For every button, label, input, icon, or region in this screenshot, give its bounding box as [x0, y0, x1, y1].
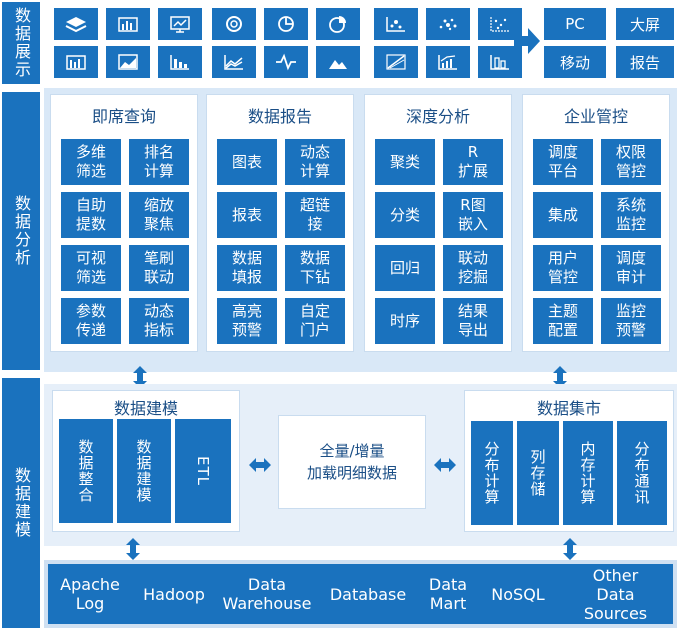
data-sources-inner: Apache Log Hadoop Data Warehouse Databas… [48, 564, 673, 624]
modeling-item[interactable]: 数据整合 [59, 419, 113, 523]
analysis-column-title: 即席查询 [91, 107, 156, 126]
up-down-arrow-icon [553, 366, 567, 388]
scatter-grid-icon[interactable] [478, 8, 522, 40]
analysis-feature[interactable]: 聚类 [375, 139, 435, 185]
mart-item[interactable]: 分布计算 [471, 421, 513, 525]
pulse-line-icon[interactable] [264, 46, 308, 78]
analysis-panel: 即席查询多维 筛选排名 计算自助 提数缩放 聚焦可视 筛选笔刷 联动参数 传递动… [44, 88, 677, 372]
analysis-feature[interactable]: 自定 门户 [285, 298, 345, 344]
analysis-feature[interactable]: 主题 配置 [533, 298, 593, 344]
layer-label-modeling: 数据建模 [2, 378, 40, 628]
analysis-feature[interactable]: 图表 [217, 139, 277, 185]
donut-chart-icon[interactable] [212, 8, 256, 40]
source-apache-log[interactable]: Apache Log [60, 575, 120, 613]
analysis-feature[interactable]: 缩放 聚焦 [129, 192, 189, 238]
analysis-feature[interactable]: 时序 [375, 298, 435, 344]
analysis-feature[interactable]: 权限 管控 [601, 139, 661, 185]
data-sources-bar: Apache Log Hadoop Data Warehouse Databas… [44, 560, 677, 628]
target-report[interactable]: 报告 [616, 46, 674, 78]
analysis-feature[interactable]: 用户 管控 [533, 245, 593, 291]
source-data-mart[interactable]: Data Mart [428, 575, 468, 613]
layer-label-display: 数据展示 [2, 2, 40, 84]
area-trend-icon[interactable] [106, 46, 150, 78]
analysis-feature[interactable]: 结果 导出 [443, 298, 503, 344]
modeling-item[interactable]: 数据建模 [117, 419, 171, 523]
layers-icon[interactable] [54, 8, 98, 40]
analysis-column: 企业管控调度 平台权限 管控集成系统 监控用户 管控调度 审计主题 配置监控 预… [522, 94, 670, 352]
analysis-feature[interactable]: 分类 [375, 192, 435, 238]
analysis-column: 数据报告图表动态 计算报表超链 接数据 填报数据 下钻高亮 预警自定 门户 [206, 94, 354, 352]
target-mobile[interactable]: 移动 [544, 46, 606, 78]
scatter-plot-icon[interactable] [374, 8, 418, 40]
analysis-feature[interactable]: R图 嵌入 [443, 192, 503, 238]
mart-item[interactable]: 内存计算 [563, 421, 613, 525]
display-panel: PC 大屏 移动 报告 [44, 2, 677, 84]
analysis-feature[interactable]: 动态 计算 [285, 139, 345, 185]
analysis-feature[interactable]: R 扩展 [443, 139, 503, 185]
analysis-feature[interactable]: 超链 接 [285, 192, 345, 238]
right-arrow-icon [514, 28, 540, 54]
analysis-feature[interactable]: 回归 [375, 245, 435, 291]
data-mart-module: 数据集市 分布计算 列存储 内存计算 分布通讯 [464, 390, 674, 532]
area-lines-icon[interactable] [212, 46, 256, 78]
full-incremental-load-box: 全量/增量 加载明细数据 [278, 415, 426, 509]
up-down-arrow-icon [126, 538, 140, 560]
analysis-feature[interactable]: 可视 筛选 [61, 245, 121, 291]
analysis-feature[interactable]: 调度 平台 [533, 139, 593, 185]
analysis-feature[interactable]: 集成 [533, 192, 593, 238]
mountain-chart-icon[interactable] [316, 46, 360, 78]
column-chart-icon[interactable] [54, 46, 98, 78]
analysis-feature[interactable]: 监控 预警 [601, 298, 661, 344]
bar-chart-icon[interactable] [106, 8, 150, 40]
target-pc[interactable]: PC [544, 8, 606, 40]
modeling-item[interactable]: ETL [175, 419, 231, 523]
analysis-feature[interactable]: 动态 指标 [129, 298, 189, 344]
pie-chart-icon[interactable] [264, 8, 308, 40]
analysis-feature[interactable]: 数据 填报 [217, 245, 277, 291]
analysis-feature[interactable]: 排名 计算 [129, 139, 189, 185]
bar-frame-icon[interactable] [478, 46, 522, 78]
source-data-warehouse[interactable]: Data Warehouse [222, 575, 312, 613]
scatter-line-icon[interactable] [374, 46, 418, 78]
analysis-feature[interactable]: 高亮 预警 [217, 298, 277, 344]
source-hadoop[interactable]: Hadoop [143, 584, 205, 604]
module-title: 数据集市 [536, 399, 601, 418]
analysis-column-title: 企业管控 [563, 107, 628, 126]
mart-item[interactable]: 分布通讯 [617, 421, 667, 525]
pie-slice-icon[interactable] [316, 8, 360, 40]
presentation-icon[interactable] [158, 8, 202, 40]
data-modeling-module: 数据建模 数据整合 数据建模 ETL [52, 390, 240, 532]
analysis-feature[interactable]: 数据 下钻 [285, 245, 345, 291]
mart-item[interactable]: 列存储 [517, 421, 559, 525]
source-nosql[interactable]: NoSQL [491, 584, 545, 604]
left-right-arrow-icon [249, 458, 271, 472]
target-big-screen[interactable]: 大屏 [616, 8, 674, 40]
source-database[interactable]: Database [329, 584, 407, 604]
analysis-column-title: 深度分析 [405, 107, 470, 126]
analysis-feature[interactable]: 联动 挖掘 [443, 245, 503, 291]
up-down-arrow-icon [133, 366, 147, 388]
up-down-arrow-icon [563, 538, 577, 560]
analysis-feature[interactable]: 多维 筛选 [61, 139, 121, 185]
analysis-feature[interactable]: 自助 提数 [61, 192, 121, 238]
analysis-feature[interactable]: 调度 审计 [601, 245, 661, 291]
source-other[interactable]: Other Data Sources [583, 565, 648, 623]
analysis-feature[interactable]: 报表 [217, 192, 277, 238]
column-grouped-icon[interactable] [158, 46, 202, 78]
analysis-feature[interactable]: 系统 监控 [601, 192, 661, 238]
module-title: 数据建模 [113, 399, 178, 418]
left-right-arrow-icon [434, 458, 456, 472]
trend-bars-icon[interactable] [426, 46, 470, 78]
scatter-dense-icon[interactable] [426, 8, 470, 40]
analysis-feature[interactable]: 参数 传递 [61, 298, 121, 344]
load-label: 全量/增量 加载明细数据 [306, 442, 397, 482]
layer-label-analysis: 数据分析 [2, 92, 40, 370]
analysis-column: 即席查询多维 筛选排名 计算自助 提数缩放 聚焦可视 筛选笔刷 联动参数 传递动… [50, 94, 198, 352]
analysis-column-title: 数据报告 [247, 107, 312, 126]
analysis-feature[interactable]: 笔刷 联动 [129, 245, 189, 291]
